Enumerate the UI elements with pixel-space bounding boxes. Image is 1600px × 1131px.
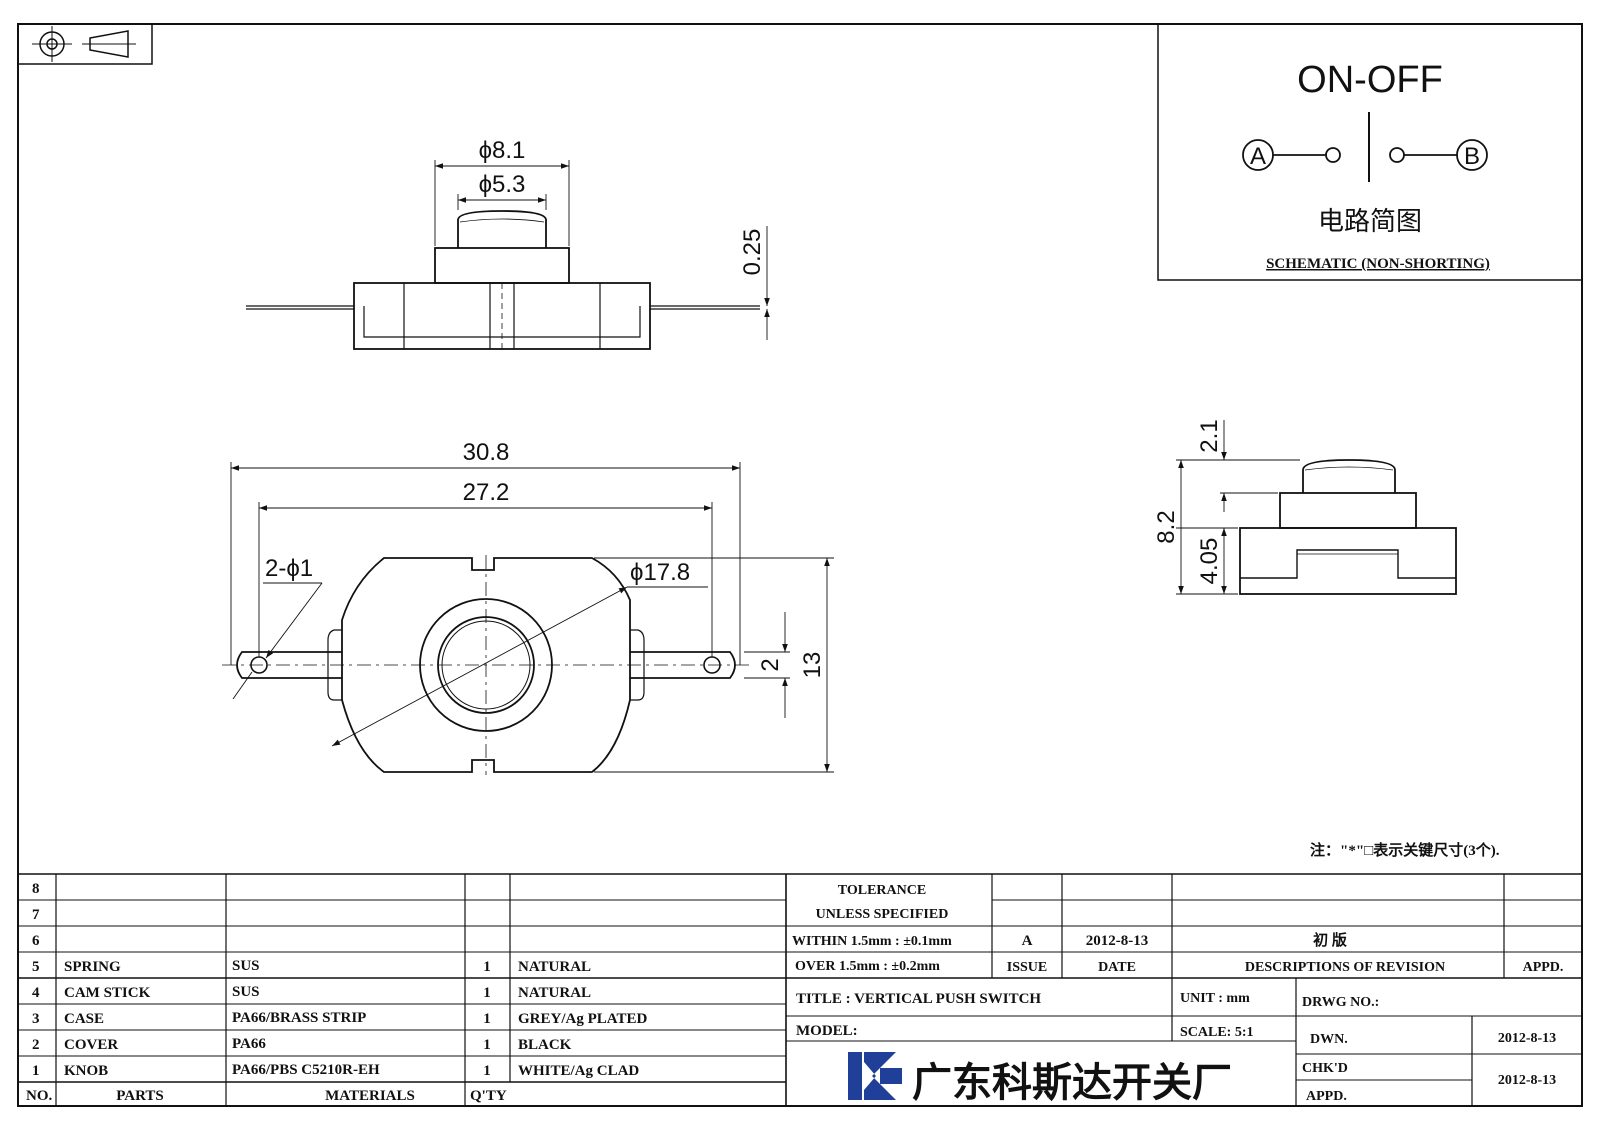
- schematic-panel: ON-OFF A B 电路简图 SCHEMATIC (NON-SHORTING): [1157, 23, 1583, 281]
- dim-total-height: 8.2: [1153, 510, 1180, 543]
- company-logo-icon: [848, 1052, 902, 1100]
- header-parts: PARTS: [116, 1088, 164, 1104]
- drawing-number-label: DRWG NO.:: [1302, 995, 1379, 1010]
- approved-by-label: APPD.: [1306, 1089, 1347, 1104]
- table-row: 2 COVER PA66 1 BLACK: [32, 1036, 572, 1053]
- bom-no: 6: [32, 933, 40, 949]
- table-row: 1 KNOB PA66/PBS C5210R-EH 1 WHITE/Ag CLA…: [32, 1062, 639, 1079]
- drawn-by-label: DWN.: [1310, 1032, 1348, 1047]
- table-row: 7: [32, 907, 40, 923]
- bom-finish: WHITE/Ag CLAD: [518, 1063, 639, 1079]
- bom-qty: 1: [483, 1037, 491, 1053]
- bom-no: 1: [32, 1063, 40, 1079]
- revision-header-date: DATE: [1098, 960, 1136, 975]
- tolerance-block: TOLERANCE UNLESS SPECIFIED WITHIN 1.5mm …: [792, 883, 952, 974]
- dim-terminal-thickness: 0.25: [739, 229, 766, 276]
- revision-header-appd: APPD.: [1523, 960, 1564, 975]
- bom-no: 4: [32, 985, 40, 1001]
- header-materials: MATERIALS: [325, 1088, 415, 1104]
- dim-terminal-width: 2: [757, 658, 784, 671]
- dim-knob-height: 2.1: [1196, 419, 1223, 452]
- revision-description: 初 版: [1313, 931, 1347, 949]
- bom-no: 3: [32, 1011, 40, 1027]
- bom-part: CAM STICK: [64, 985, 151, 1001]
- tolerance-within: WITHIN 1.5mm : ±0.1mm: [792, 934, 952, 949]
- terminal-b-label: B: [1464, 143, 1480, 170]
- bom-material: PA66: [232, 1036, 266, 1052]
- bom-qty: 1: [483, 1063, 491, 1079]
- bom-material: SUS: [232, 958, 260, 974]
- bom-material: PA66/BRASS STRIP: [232, 1010, 366, 1026]
- schematic-title: ON-OFF: [1297, 59, 1443, 101]
- bom-material: SUS: [232, 984, 260, 1000]
- tolerance-over: OVER 1.5mm : ±0.2mm: [795, 959, 940, 974]
- front-elevation-view: ϕ8.1 ϕ5.3 0.25: [246, 137, 770, 350]
- table-row: 8: [32, 881, 40, 897]
- bom-qty: 1: [483, 959, 491, 975]
- bom-finish: NATURAL: [518, 959, 591, 975]
- dim-body-height: 13: [799, 652, 826, 679]
- bom-table: 8 7 6 5 SPRING SUS 1 NATURAL 4 CAM STICK…: [26, 881, 647, 1104]
- bom-finish: BLACK: [518, 1037, 572, 1053]
- table-row: 4 CAM STICK SUS 1 NATURAL: [32, 984, 591, 1001]
- header-qty: Q'TY: [470, 1088, 507, 1104]
- drawing-title: TITLE : VERTICAL PUSH SWITCH: [796, 991, 1041, 1007]
- dim-top-outer-dia: ϕ8.1: [479, 137, 526, 164]
- table-row: 6: [32, 933, 40, 949]
- bom-no: 5: [32, 959, 40, 975]
- side-elevation-view: 8.2 2.1 4.05: [1153, 419, 1457, 595]
- key-dimension-note: 注："*"□表示关键尺寸(3个).: [1310, 841, 1500, 859]
- drawn-date: 2012-8-13: [1498, 1031, 1556, 1046]
- dim-base-height: 4.05: [1196, 538, 1223, 585]
- revision-date: 2012-8-13: [1086, 933, 1149, 949]
- bom-material: PA66/PBS C5210R-EH: [232, 1062, 380, 1078]
- bom-part: SPRING: [64, 959, 121, 975]
- bom-part: COVER: [64, 1037, 118, 1053]
- top-plan-view: 30.8 27.2 2-ϕ1 ϕ17.8 2 13: [222, 439, 834, 775]
- dim-hole-pitch: 27.2: [463, 479, 510, 506]
- revision-block: A 2012-8-13 初 版 ISSUE DATE DESCRIPTIONS …: [1007, 931, 1564, 975]
- checked-date: 2012-8-13: [1498, 1073, 1556, 1088]
- model-label: MODEL:: [796, 1023, 858, 1039]
- terminal-a-label: A: [1250, 143, 1266, 170]
- scale-label: SCALE: 5:1: [1180, 1025, 1254, 1040]
- unit-label: UNIT : mm: [1180, 991, 1250, 1006]
- dim-top-inner-dia: ϕ5.3: [479, 171, 526, 198]
- table-row: 3 CASE PA66/BRASS STRIP 1 GREY/Ag PLATED: [32, 1010, 647, 1027]
- bom-finish: GREY/Ag PLATED: [518, 1011, 647, 1027]
- table-row: 5 SPRING SUS 1 NATURAL: [32, 958, 591, 975]
- dim-overall-length: 30.8: [463, 439, 510, 466]
- bom-qty: 1: [483, 985, 491, 1001]
- bom-part: CASE: [64, 1011, 104, 1027]
- revision-issue: A: [1022, 933, 1033, 949]
- bom-no: 7: [32, 907, 40, 923]
- bom-finish: NATURAL: [518, 985, 591, 1001]
- dim-body-dia: ϕ17.8: [630, 559, 690, 586]
- company-name: 广东科斯达开关厂: [912, 1061, 1232, 1105]
- drawing-border: [17, 23, 1583, 1107]
- table-header-row: NO. PARTS MATERIALS Q'TY: [26, 1088, 507, 1104]
- bom-no: 2: [32, 1037, 40, 1053]
- schematic-caption-cn: 电路简图: [1318, 206, 1422, 236]
- schematic-caption-en: SCHEMATIC (NON-SHORTING): [1266, 256, 1490, 272]
- revision-header-description: DESCRIPTIONS OF REVISION: [1245, 960, 1445, 975]
- tolerance-title: TOLERANCE: [838, 883, 926, 898]
- bom-qty: 1: [483, 1011, 491, 1027]
- revision-header-issue: ISSUE: [1007, 960, 1047, 975]
- projection-symbol-icon: [17, 23, 153, 65]
- header-no: NO.: [26, 1088, 53, 1104]
- tolerance-subtitle: UNLESS SPECIFIED: [816, 907, 949, 922]
- title-block-grid: [18, 873, 1582, 1106]
- dim-holes: 2-ϕ1: [265, 555, 313, 582]
- checked-by-label: CHK'D: [1302, 1061, 1348, 1076]
- title-block: TITLE : VERTICAL PUSH SWITCH MODEL: UNIT…: [796, 991, 1556, 1105]
- bom-part: KNOB: [64, 1063, 108, 1079]
- bom-no: 8: [32, 881, 40, 897]
